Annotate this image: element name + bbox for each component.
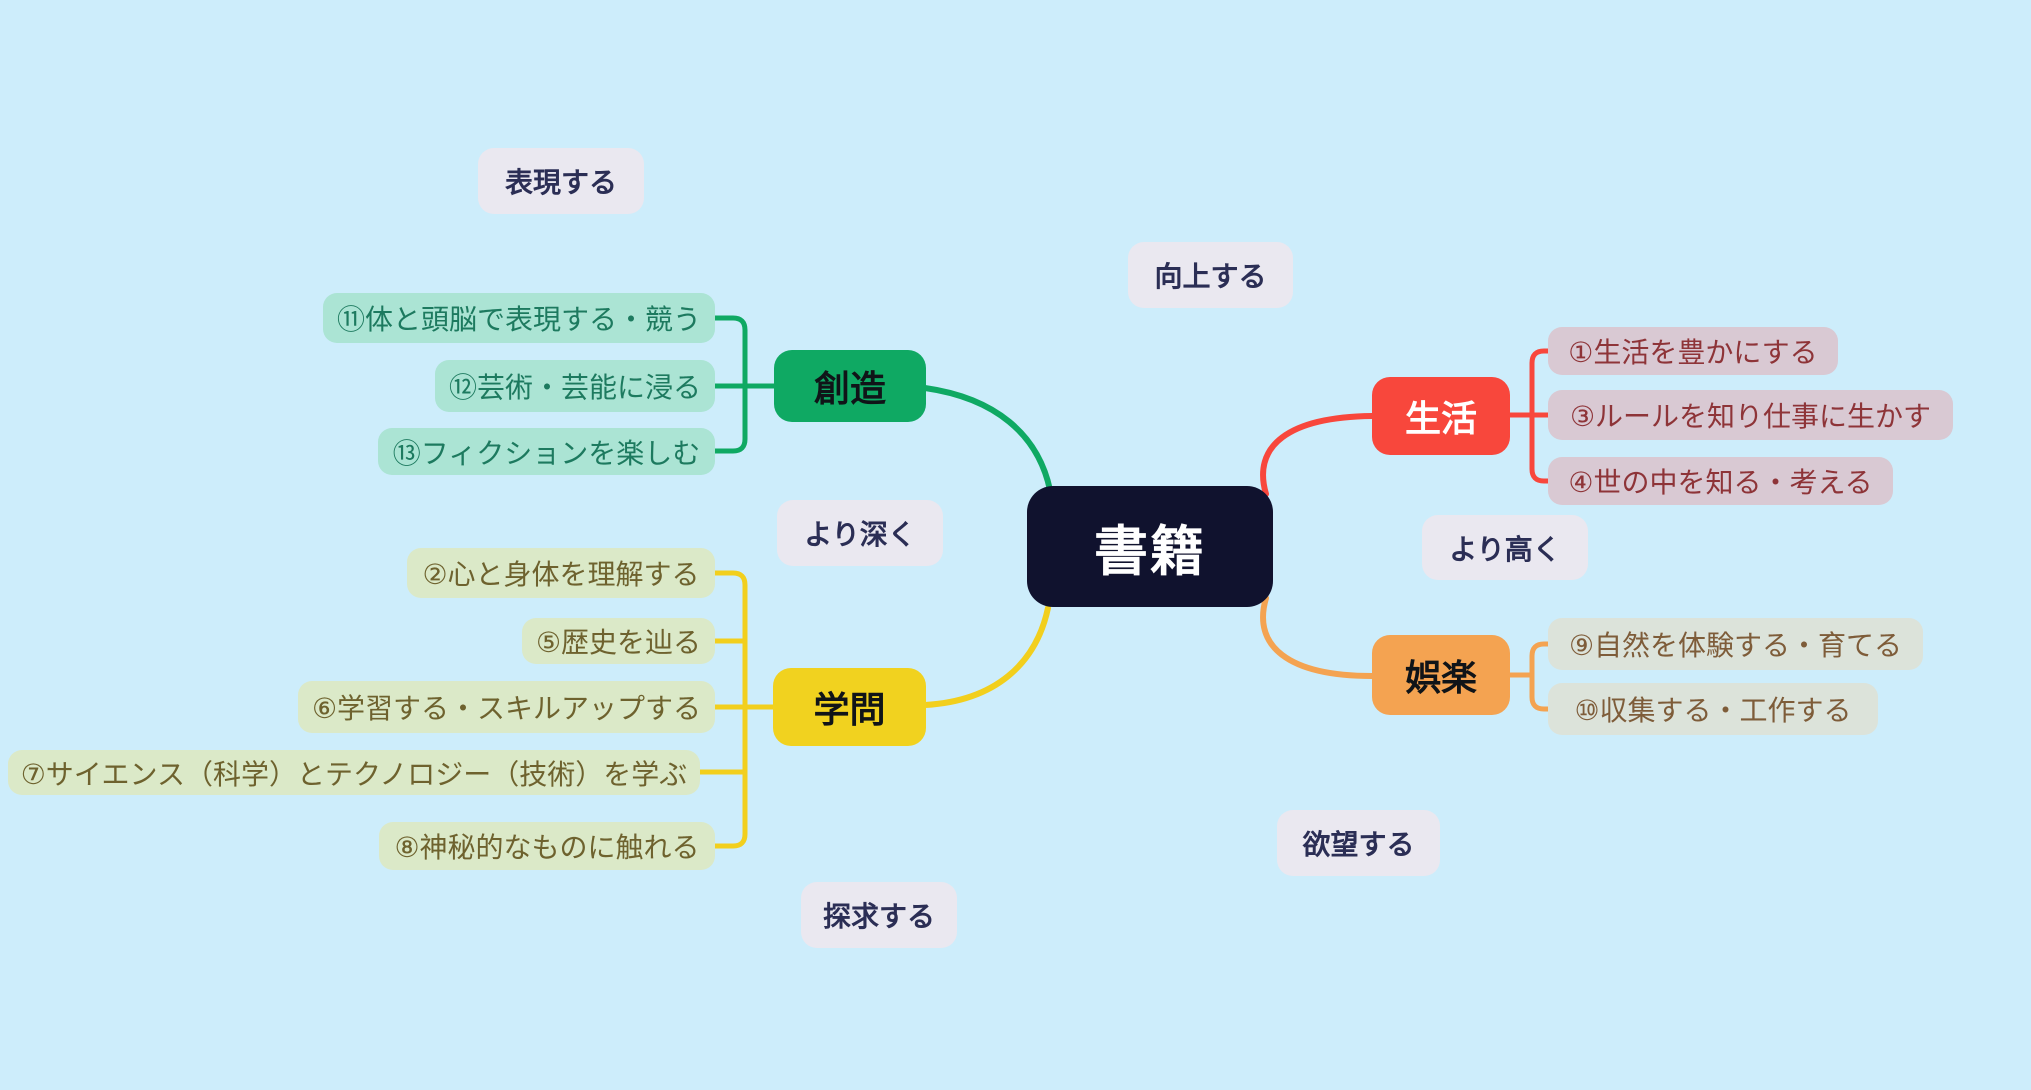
leaf-node-13[interactable]: ⑬フィクションを楽しむ xyxy=(378,428,715,475)
leaf-node-7[interactable]: ⑦サイエンス（科学）とテクノロジー（技術）を学ぶ xyxy=(8,750,700,795)
root-node-books[interactable]: 書籍 xyxy=(1027,486,1273,607)
connector-gakumon-to-root xyxy=(922,605,1051,708)
branch-node-seikatsu[interactable]: 生活 xyxy=(1372,377,1510,455)
branch-node-goraku[interactable]: 娯楽 xyxy=(1372,635,1510,715)
floating-label-yorifukaku[interactable]: より深く xyxy=(777,500,943,566)
branch-node-gakumon[interactable]: 学問 xyxy=(773,668,926,746)
leaf-node-8[interactable]: ⑧神秘的なものに触れる xyxy=(379,822,715,870)
floating-label-tankyuu[interactable]: 探求する xyxy=(801,882,957,948)
leaf-node-2[interactable]: ②心と身体を理解する xyxy=(407,548,715,598)
leaf-node-3[interactable]: ③ルールを知り仕事に生かす xyxy=(1548,390,1953,440)
branch-node-souzou[interactable]: 創造 xyxy=(774,350,926,422)
connector-souzou-to-root xyxy=(922,385,1053,493)
leaf-node-12[interactable]: ⑫芸術・芸能に浸る xyxy=(435,360,715,412)
leaf-node-10[interactable]: ⑩収集する・工作する xyxy=(1548,683,1878,735)
leaf-node-1[interactable]: ①生活を豊かにする xyxy=(1548,327,1838,375)
connector-seikatsu-to-root xyxy=(1260,413,1375,497)
floating-label-yoritakaku[interactable]: より高く xyxy=(1422,515,1588,580)
floating-label-yokubou[interactable]: 欲望する xyxy=(1277,810,1440,876)
leaf-node-9[interactable]: ⑨自然を体験する・育てる xyxy=(1548,618,1923,670)
leaf-node-4[interactable]: ④世の中を知る・考える xyxy=(1548,457,1893,505)
connector-goraku-trunk xyxy=(1529,641,1551,712)
connector-goraku-to-root xyxy=(1260,595,1375,679)
leaf-node-5[interactable]: ⑤歴史を辿る xyxy=(522,618,715,664)
floating-label-koujou[interactable]: 向上する xyxy=(1128,242,1293,308)
floating-label-hyougen[interactable]: 表現する xyxy=(478,148,644,214)
leaf-node-6[interactable]: ⑥学習する・スキルアップする xyxy=(298,681,715,733)
leaf-node-11[interactable]: ⑪体と頭脳で表現する・競う xyxy=(323,293,715,343)
